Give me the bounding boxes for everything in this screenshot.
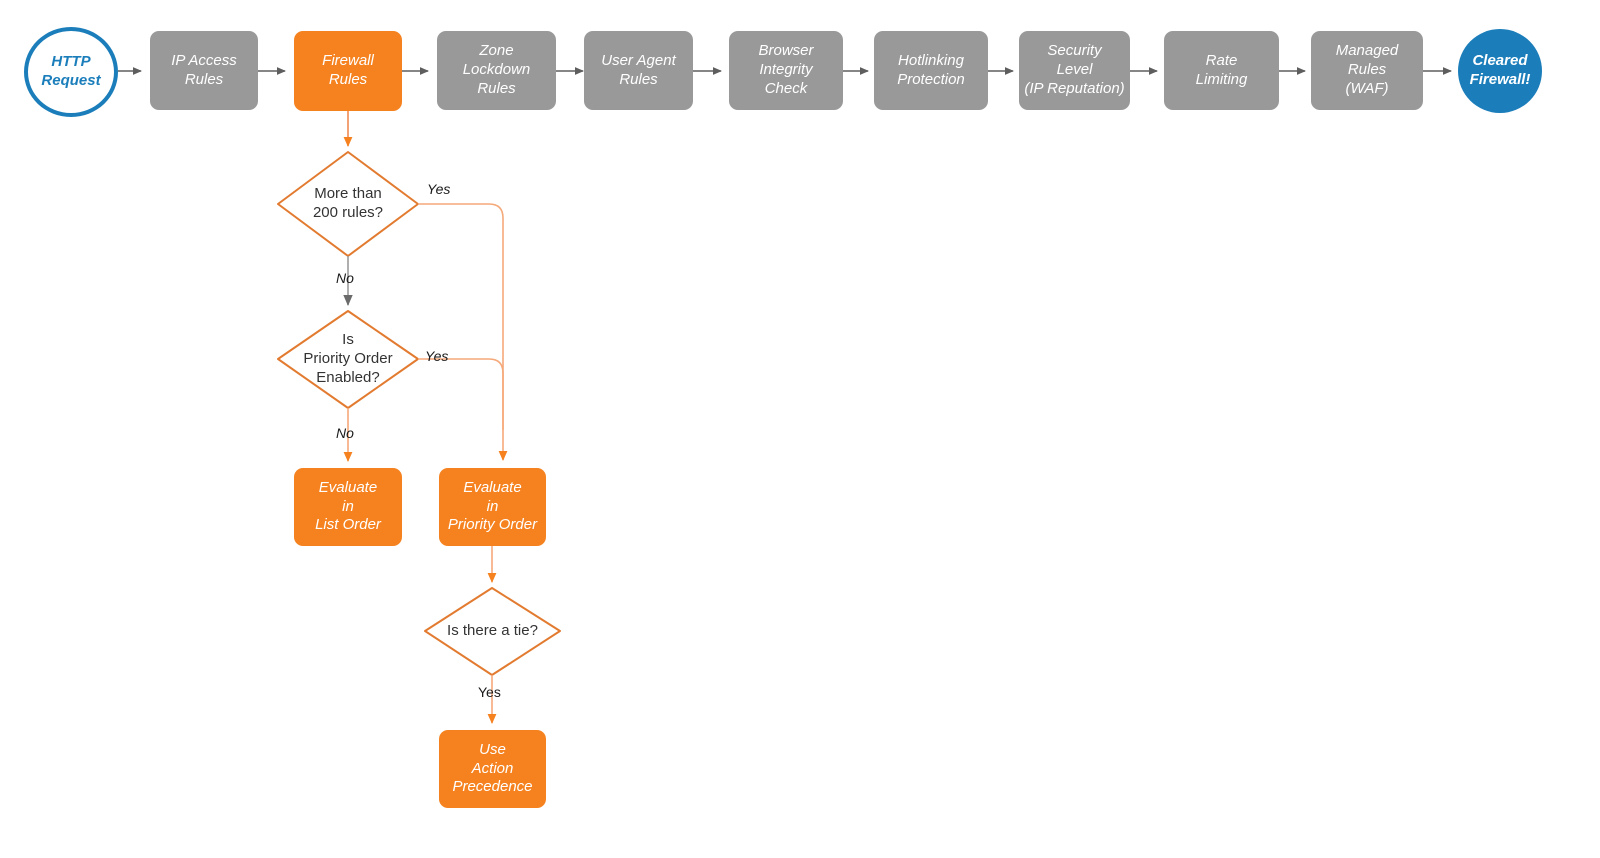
node-label: Rate Limiting [1195,51,1248,88]
node-hotlinking-protection[interactable]: Hotlinking Protection [874,31,988,110]
node-browser-integrity-check[interactable]: Browser Integrity Check [729,31,843,110]
node-label: Security Level (IP Reputation) [1024,42,1125,97]
node-label: IP Access Rules [171,51,237,88]
node-rate-limiting[interactable]: Rate Limiting [1164,31,1279,110]
node-evaluate-in-priority-order[interactable]: Evaluate in Priority Order [439,468,546,546]
node-label: Evaluate in Priority Order [447,478,538,534]
node-user-agent-rules[interactable]: User Agent Rules [584,31,693,110]
edge-label-priority-order-no: No [336,425,354,441]
node-cleared-firewall[interactable]: Cleared Firewall! [1458,29,1542,113]
edge-label-priority-order-yes: Yes [425,348,449,364]
node-use-action-precedence[interactable]: Use Action Precedence [439,730,546,808]
edge-label-tie-yes: Yes [478,684,501,700]
node-ip-access-rules[interactable]: IP Access Rules [150,31,258,110]
node-is-there-a-tie[interactable]: Is there a tie? [425,588,560,675]
node-more-than-200-rules[interactable]: More than 200 rules? [278,152,418,256]
yes-branch-connector-2 [418,358,504,430]
decision-label: More than 200 rules? [312,185,384,221]
node-label: Firewall Rules [322,52,374,88]
node-security-level[interactable]: Security Level (IP Reputation) [1019,31,1130,110]
node-label: Browser Integrity Check [758,42,814,97]
node-label: Cleared Firewall! [1469,52,1531,88]
edge-label-more-than-200-no: No [336,270,354,286]
node-label: HTTP Request [41,53,101,89]
node-evaluate-in-list-order[interactable]: Evaluate in List Order [294,468,402,546]
node-label: User Agent Rules [601,51,676,88]
node-managed-rules-waf[interactable]: Managed Rules (WAF) [1311,31,1423,110]
edge-label-more-than-200-yes: Yes [427,181,451,197]
decision-label: Is Priority Order Enabled? [303,331,393,386]
node-is-priority-order-enabled[interactable]: Is Priority Order Enabled? [278,311,418,408]
node-zone-lockdown-rules[interactable]: Zone Lockdown Rules [437,31,556,110]
node-http-request[interactable]: HTTP Request [24,27,118,117]
node-label: Hotlinking Protection [897,51,965,88]
node-label: Evaluate in List Order [315,478,381,534]
node-label: Managed Rules (WAF) [1335,42,1399,97]
node-label: Zone Lockdown Rules [462,42,531,97]
node-firewall-rules[interactable]: Firewall Rules [294,31,402,111]
yes-branch-connector-1 [418,203,508,461]
node-label: Use Action Precedence [452,740,533,796]
decision-label: Is there a tie? [447,622,538,640]
